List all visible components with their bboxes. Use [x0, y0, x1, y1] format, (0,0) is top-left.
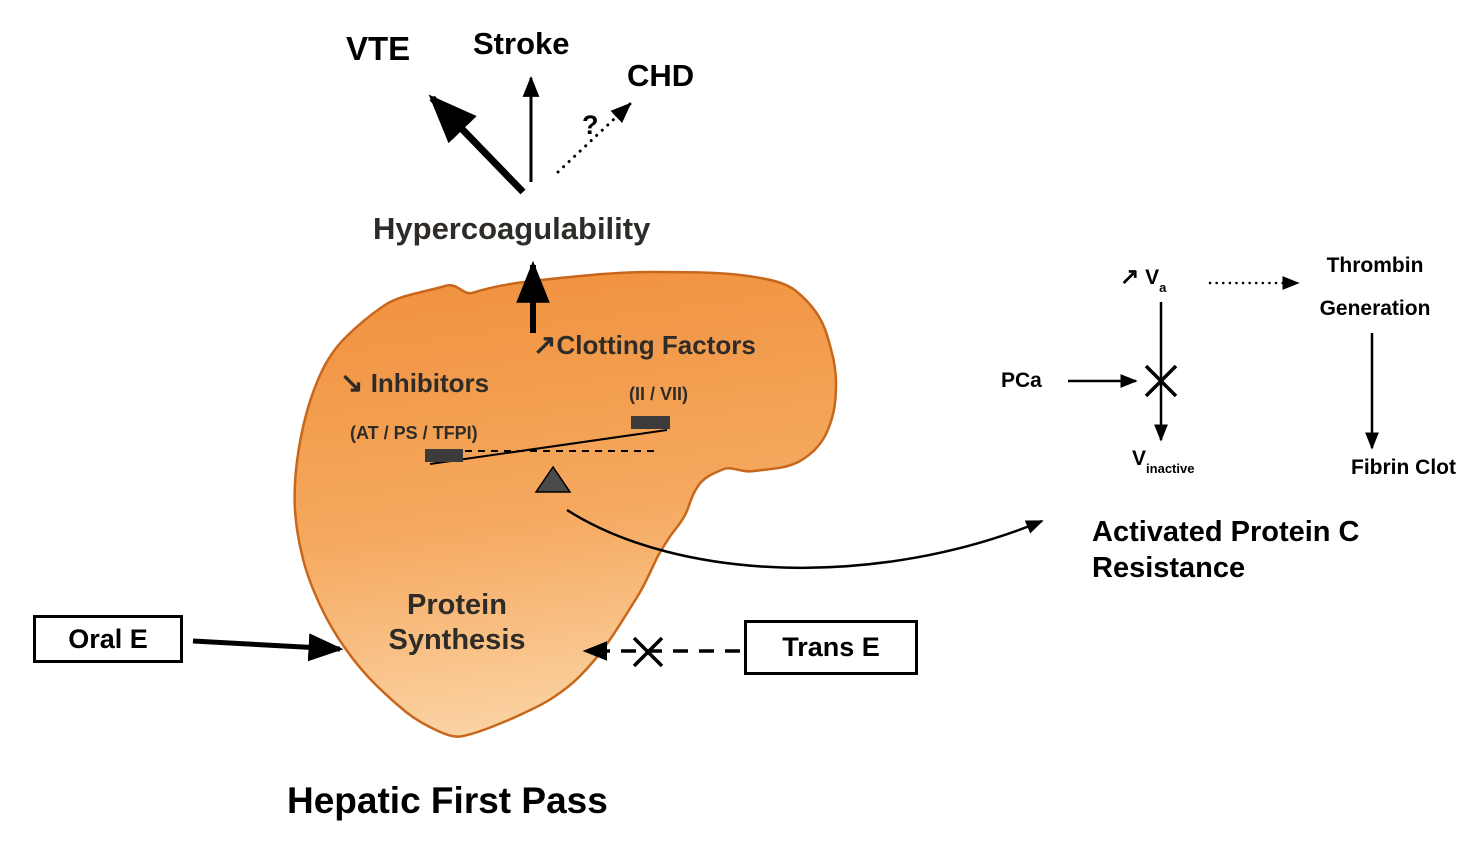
- transdermal-estrogen-label: Trans E: [782, 632, 880, 662]
- oral-estrogen-box: Oral E: [33, 615, 183, 663]
- coagulation-balance: [425, 416, 670, 493]
- inhibitors-text: Inhibitors: [370, 368, 490, 398]
- protein-synthesis-line1: Protein: [407, 589, 507, 621]
- balance-fulcrum: [534, 465, 572, 493]
- v-inactive-label: Vinactive: [1132, 447, 1195, 477]
- inhibitors-detail-label: (AT / PS / TFPI): [350, 423, 478, 443]
- clotting-factors-detail-label: (II / VII): [629, 384, 689, 404]
- clotting-factors-text: Clotting Factors: [556, 330, 756, 360]
- apc-block-x-stroke-2: [1144, 364, 1178, 398]
- fibrin-clot-label: Fibrin Clot: [1351, 456, 1456, 479]
- thrombin-generation-line2: Generation: [1319, 297, 1431, 320]
- factor-va-base: V: [1145, 266, 1160, 289]
- decrease-arrow-icon: ↘: [340, 367, 364, 398]
- diagram-title: Hepatic First Pass: [287, 780, 608, 821]
- arrow-liver-to-apc-curved: [566, 508, 1044, 570]
- clotting-factors-weight: [631, 416, 670, 429]
- arrow-oral-e-to-liver: [192, 633, 344, 662]
- pca-label: PCa: [1001, 369, 1042, 392]
- v-inactive-base: V: [1132, 447, 1147, 470]
- inhibitors-weight: [425, 449, 463, 462]
- increase-arrow-icon: ↗: [533, 329, 557, 360]
- factor-va-label: ↗ Va: [1120, 263, 1167, 296]
- protein-synthesis-label: Protein Synthesis: [373, 588, 541, 658]
- trans-e-block-x-stroke-2: [632, 636, 664, 668]
- apc-resistance-label: Activated Protein C Resistance: [1092, 514, 1360, 587]
- oral-estrogen-label: Oral E: [68, 623, 148, 654]
- chd-label: CHD: [627, 58, 695, 93]
- arrow-hypercoag-to-chd-dotted: [556, 102, 632, 174]
- chd-uncertainty-question-mark: ?: [582, 110, 599, 140]
- apc-resistance-line2: Resistance: [1092, 552, 1246, 585]
- factor-va-subscript: a: [1159, 280, 1167, 296]
- clotting-factors-label: ↗Clotting Factors: [533, 328, 756, 361]
- apc-block-x: [1144, 364, 1178, 398]
- transdermal-estrogen-box: Trans E: [744, 620, 918, 675]
- balance-beam: [429, 429, 668, 465]
- arrow-trans-e-blocked: [582, 636, 740, 668]
- apc-resistance-line1: Activated Protein C: [1092, 516, 1360, 548]
- inhibitors-label: ↘ Inhibitors: [340, 366, 489, 399]
- thrombin-generation-line1: Thrombin: [1326, 254, 1424, 277]
- stroke-label: Stroke: [473, 26, 570, 61]
- liver-shape: [293, 270, 838, 738]
- hypercoagulability-label: Hypercoagulability: [373, 211, 651, 246]
- vte-label: VTE: [346, 30, 411, 67]
- va-increase-arrow-icon: ↗: [1120, 263, 1140, 289]
- protein-synthesis-line2: Synthesis: [388, 623, 526, 656]
- v-inactive-subscript: inactive: [1146, 461, 1195, 477]
- arrow-hypercoag-to-vte: [428, 94, 526, 195]
